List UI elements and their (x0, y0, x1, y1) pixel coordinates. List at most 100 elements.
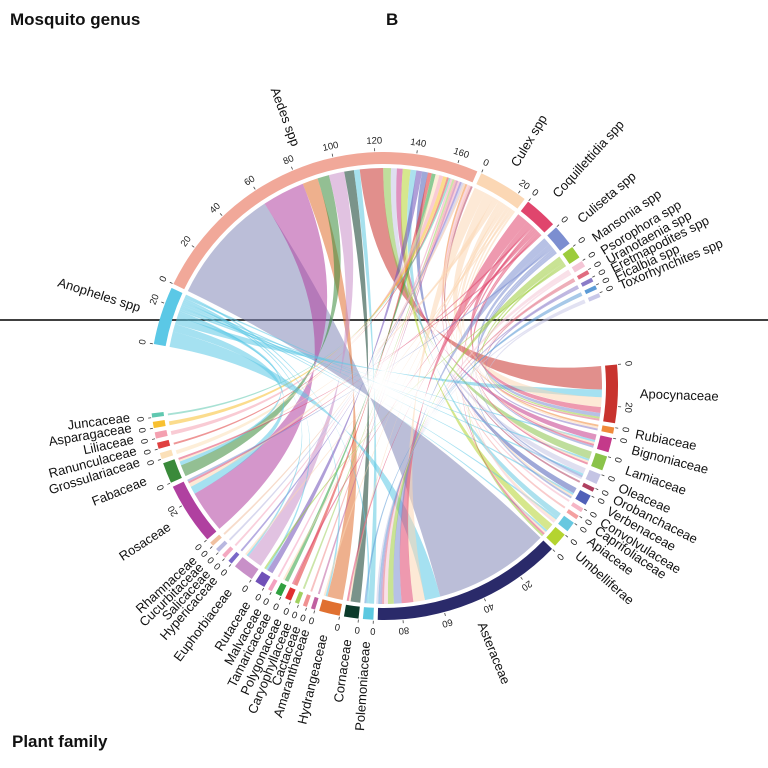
tick-mark (338, 616, 340, 620)
group-arc (596, 435, 613, 453)
panel-letter: B (386, 10, 399, 29)
tick-label: 0 (240, 582, 251, 594)
tick-label: 0 (554, 551, 566, 562)
tick-mark (520, 576, 523, 580)
tick-mark (191, 245, 195, 248)
group-arc (591, 452, 608, 471)
tick-mark (331, 153, 334, 157)
tick-label: 0 (290, 608, 299, 620)
tick-mark (591, 495, 595, 498)
tick-mark (582, 258, 586, 261)
group-arc (285, 587, 296, 601)
tick-label: 0 (261, 595, 271, 607)
tick-label: 120 (366, 135, 382, 147)
tick-mark (269, 591, 272, 596)
group-label: Aedes spp (268, 85, 303, 148)
chord-link (167, 177, 451, 416)
group-label: Asteraceae (475, 620, 514, 687)
tick-mark (595, 488, 599, 491)
group-arc (601, 425, 615, 434)
tick-label: 0 (619, 426, 631, 433)
tick-label: 0 (299, 611, 308, 623)
tick-label: 160 (452, 146, 471, 161)
chord-link (344, 170, 370, 603)
group-arc (156, 439, 171, 449)
tick-label: 60 (242, 174, 257, 189)
tick-label: 140 (410, 137, 427, 150)
group-arc (520, 201, 554, 233)
tick-mark (444, 612, 446, 617)
tick-label: 0 (370, 625, 376, 636)
tick-label: 0 (594, 496, 606, 506)
group-arc (228, 551, 240, 564)
plant-family-title: Plant family (12, 732, 108, 751)
group-arc (562, 247, 580, 264)
chord-link (310, 179, 457, 592)
tick-mark (279, 596, 282, 600)
group-arc (566, 509, 579, 520)
tick-label: 0 (334, 621, 341, 633)
group-arc (343, 604, 360, 619)
group-arc (302, 594, 311, 607)
group-arc (546, 526, 565, 546)
tick-mark (149, 427, 153, 430)
group-arc (163, 459, 182, 483)
group-arc (571, 261, 586, 273)
tick-label: 0 (354, 624, 360, 636)
tick-label: 0 (206, 554, 218, 566)
group-arc (575, 490, 591, 505)
tick-mark (579, 515, 583, 519)
group-label: Apocynaceae (640, 386, 719, 404)
tick-label: 20 (166, 504, 181, 519)
tick-label: 40 (481, 600, 495, 614)
group-arc (362, 607, 374, 620)
group-arc (222, 546, 234, 558)
tick-label: 0 (612, 456, 624, 464)
tick-mark (149, 342, 153, 345)
group-arc (294, 591, 304, 604)
group-arc (154, 430, 168, 439)
tick-label: 80 (282, 153, 296, 167)
tick-label: 0 (155, 483, 167, 492)
group-arc (151, 411, 165, 418)
tick-label: 80 (398, 624, 409, 636)
group-arc (268, 578, 278, 592)
tick-mark (249, 579, 252, 583)
group-arc (584, 285, 598, 295)
tick-mark (288, 601, 291, 605)
group-arc (216, 540, 228, 552)
tick-label: 0 (595, 268, 607, 278)
tick-mark (179, 505, 183, 508)
tick-mark (592, 275, 596, 278)
tick-label: 0 (582, 517, 594, 528)
tick-label: 0 (212, 560, 223, 572)
tick-mark (587, 267, 591, 271)
tick-label: 0 (587, 509, 599, 519)
tick-mark (572, 244, 576, 247)
chord-link (477, 244, 601, 417)
tick-label: 20 (148, 293, 162, 307)
tick-mark (565, 534, 569, 538)
tick-mark (209, 546, 213, 549)
tick-mark (151, 438, 156, 440)
chord-link (302, 179, 455, 590)
tick-label: 0 (605, 474, 617, 483)
tick-label: 100 (322, 140, 340, 154)
tick-mark (607, 456, 612, 459)
tick-mark (552, 549, 556, 552)
tick-label: 0 (135, 416, 147, 423)
tick-mark (483, 598, 486, 602)
tick-label: 0 (139, 437, 151, 445)
group-arc (585, 469, 601, 485)
arcs-layer (148, 148, 622, 624)
tick-label: 0 (585, 250, 597, 260)
tick-mark (261, 587, 265, 591)
tick-label: 0 (254, 590, 264, 602)
group-label: Rosaceae (116, 519, 173, 564)
tick-label: 0 (617, 437, 629, 445)
group-arc (234, 557, 259, 580)
tick-mark (583, 508, 587, 511)
tick-label: 0 (137, 426, 149, 433)
tick-mark (169, 281, 173, 284)
group-arc (319, 599, 342, 616)
